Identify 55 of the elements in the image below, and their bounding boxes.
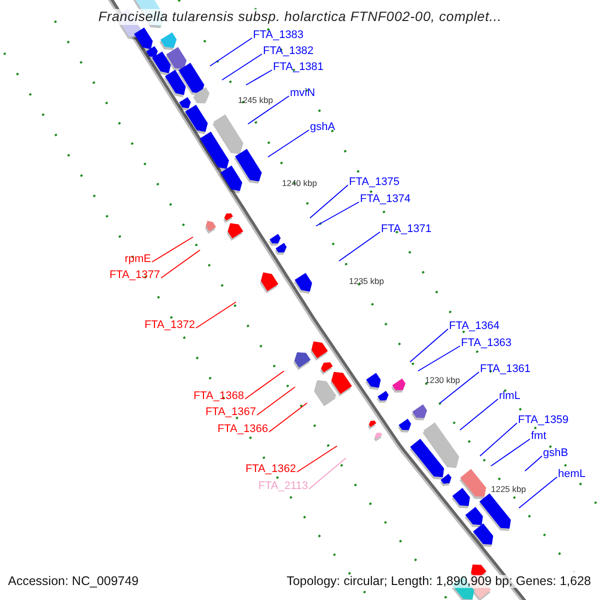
gene-label: FTA_1377: [109, 270, 160, 281]
leader-line: [308, 458, 346, 490]
leader-line: [268, 402, 308, 432]
leader-line: [310, 184, 348, 218]
gene-label: FTA_2113: [258, 481, 308, 492]
leader-line: [490, 438, 530, 466]
gene-label: rlmL: [499, 391, 520, 402]
leader-line: [256, 386, 296, 416]
leader-line: [518, 476, 558, 508]
leader-line: [338, 232, 380, 262]
scale-label: 1235 kbp: [349, 277, 384, 286]
scale-label: 1230 kbp: [425, 376, 460, 384]
gene-label: FTA_1361: [480, 364, 531, 375]
gene-label: FTA_1364: [449, 321, 500, 332]
gene-label: gshB: [543, 448, 568, 459]
gene-label: FTA_1382: [263, 46, 314, 57]
gene-label: fmt: [531, 431, 546, 442]
leader-line: [296, 446, 338, 472]
gene-label: FTA_1363: [461, 338, 512, 349]
leader-line: [196, 302, 236, 328]
scale-label: 1225 kbp: [491, 485, 526, 494]
scale-label: 1240 kbp: [282, 179, 317, 188]
leader-line: [268, 130, 310, 158]
gene-label: gshA: [310, 122, 336, 133]
gene-label: mviN: [290, 88, 316, 99]
leader-line: [410, 328, 448, 362]
scale-label: 1245 kbp: [238, 96, 273, 104]
leader-line: [440, 372, 480, 404]
leader-line: [524, 456, 542, 472]
gene-label: FTA_1362: [245, 464, 296, 475]
gene-label: hemL: [558, 469, 586, 480]
footer-text: Topology: circular; Length: 1,890,909 bp; Genes: 1,628: [286, 575, 591, 588]
leader-line: [210, 38, 252, 66]
leader-line: [222, 54, 262, 80]
gene-label: rpmE: [124, 254, 151, 265]
gene-label: FTA_1375: [349, 177, 400, 188]
gene-label: FTA_1368: [193, 391, 244, 402]
gene-label: FTA_1366: [217, 424, 268, 435]
leader-line: [244, 370, 284, 400]
leader-line: [418, 346, 460, 372]
leader-line: [480, 422, 518, 456]
leader-line: [248, 96, 290, 124]
gene-label: FTA_1371: [381, 224, 432, 235]
leader-line: [246, 70, 272, 86]
leader-line: [316, 202, 360, 226]
gene-label: FTA_1372: [144, 320, 195, 331]
leader-line: [152, 236, 194, 262]
gene-label: FTA_1374: [360, 194, 411, 205]
gene-label: FTA_1381: [273, 62, 324, 73]
leader-line: [460, 398, 498, 430]
gene-label: FTA_1359: [518, 415, 569, 426]
gene-label: FTA_1367: [205, 407, 256, 418]
leader-line: [160, 250, 200, 278]
footer-text: Accession: NC_009749: [8, 575, 139, 588]
gene-label: FTA_1383: [253, 30, 304, 41]
